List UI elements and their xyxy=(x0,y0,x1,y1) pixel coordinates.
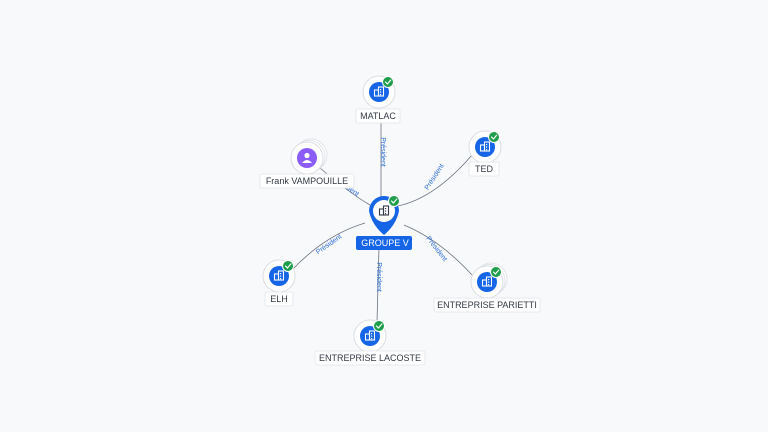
node-label: ELH xyxy=(264,291,294,307)
verified-check-icon xyxy=(382,76,394,88)
edge-line xyxy=(291,222,366,271)
node-label-text: Frank VAMPOUILLE xyxy=(266,176,348,186)
edge-parietti: Président xyxy=(403,224,473,276)
edge-label: Président xyxy=(315,233,343,256)
node-lacoste[interactable]: ENTREPRISE LACOSTE xyxy=(314,319,426,366)
node-label-text: ENTREPRISE LACOSTE xyxy=(319,353,421,363)
edge-label: Président xyxy=(375,262,382,292)
edge-ted: Président xyxy=(397,154,473,207)
label-background xyxy=(468,161,500,177)
building-icon xyxy=(378,205,390,216)
verified-check-icon xyxy=(373,320,385,332)
edge-elh: Président xyxy=(291,222,366,271)
center-label-background xyxy=(356,236,412,250)
edge-line xyxy=(403,224,473,276)
node-label-text: TED xyxy=(475,164,494,174)
label-background xyxy=(433,297,541,313)
center-node[interactable]: GROUPE V xyxy=(356,195,412,251)
building-icon xyxy=(373,86,385,97)
edge-label: Président xyxy=(379,137,386,167)
edge-line xyxy=(376,246,380,323)
node-parietti[interactable]: ENTREPRISE PARIETTI xyxy=(433,262,541,313)
person-icon xyxy=(302,152,312,163)
node-elh[interactable]: ELH xyxy=(262,259,296,307)
node-label: Frank VAMPOUILLE xyxy=(259,173,355,189)
edge-line xyxy=(319,167,371,206)
node-label-text: ELH xyxy=(270,294,288,304)
label-background xyxy=(264,291,294,307)
verified-check-icon xyxy=(282,260,294,272)
center-label-text: GROUPE V xyxy=(361,238,409,248)
building-icon xyxy=(273,270,285,281)
verified-check-icon xyxy=(490,266,502,278)
node-ted[interactable]: TED xyxy=(468,130,502,177)
node-label: TED xyxy=(468,161,500,177)
building-icon xyxy=(479,141,491,152)
center-label: GROUPE V xyxy=(356,236,412,250)
node-label-text: ENTREPRISE PARIETTI xyxy=(437,300,537,310)
label-background xyxy=(259,173,355,189)
edge-line xyxy=(397,154,473,207)
node-label: ENTREPRISE LACOSTE xyxy=(314,350,426,366)
node-label: MATLAC xyxy=(355,108,401,124)
nodes-layer: MATLAC TED Frank VAMPOUILLE ELH ENTREPRISE L… xyxy=(259,75,541,366)
label-background xyxy=(314,350,426,366)
node-frank[interactable]: Frank VAMPOUILLE xyxy=(259,138,355,189)
edge-matlac: Président xyxy=(379,110,386,198)
label-background xyxy=(355,108,401,124)
building-icon xyxy=(481,276,493,287)
building-icon xyxy=(364,330,376,341)
node-label: ENTREPRISE PARIETTI xyxy=(433,297,541,313)
edge-lacoste: Président xyxy=(375,246,382,323)
verified-check-icon xyxy=(488,131,500,143)
node-label-text: MATLAC xyxy=(360,111,396,121)
verified-check-icon xyxy=(388,195,400,207)
edge-label: Président xyxy=(424,163,446,192)
node-matlac[interactable]: MATLAC xyxy=(355,75,401,124)
